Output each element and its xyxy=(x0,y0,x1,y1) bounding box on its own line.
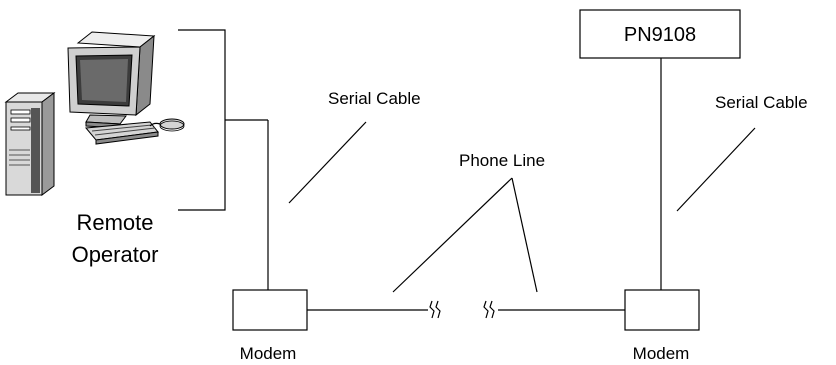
phone-line-pointer-right xyxy=(511,177,538,293)
serial-cable-pointer-left xyxy=(288,121,367,204)
pn9108-device xyxy=(579,9,741,59)
modem-left xyxy=(232,289,308,331)
phone-line-pointer-left xyxy=(392,177,513,293)
modem-right-label: Modem xyxy=(633,344,690,363)
modem-left-label: Modem xyxy=(240,344,297,363)
line-break-icon xyxy=(429,300,495,319)
desktop-computer-icon xyxy=(4,31,185,196)
pn9108-label: PN9108 xyxy=(624,24,696,46)
modem-right xyxy=(624,289,700,331)
remote-operator-label-line1: Remote xyxy=(76,210,153,235)
serial-cable-pointer-right xyxy=(676,127,756,212)
phone-line-label: Phone Line xyxy=(459,151,545,170)
serial-cable-label-left: Serial Cable xyxy=(328,89,421,108)
remote-operator-label-line2: Operator xyxy=(72,242,159,267)
serial-cable-label-right: Serial Cable xyxy=(715,93,808,112)
computer-bracket xyxy=(178,29,226,211)
